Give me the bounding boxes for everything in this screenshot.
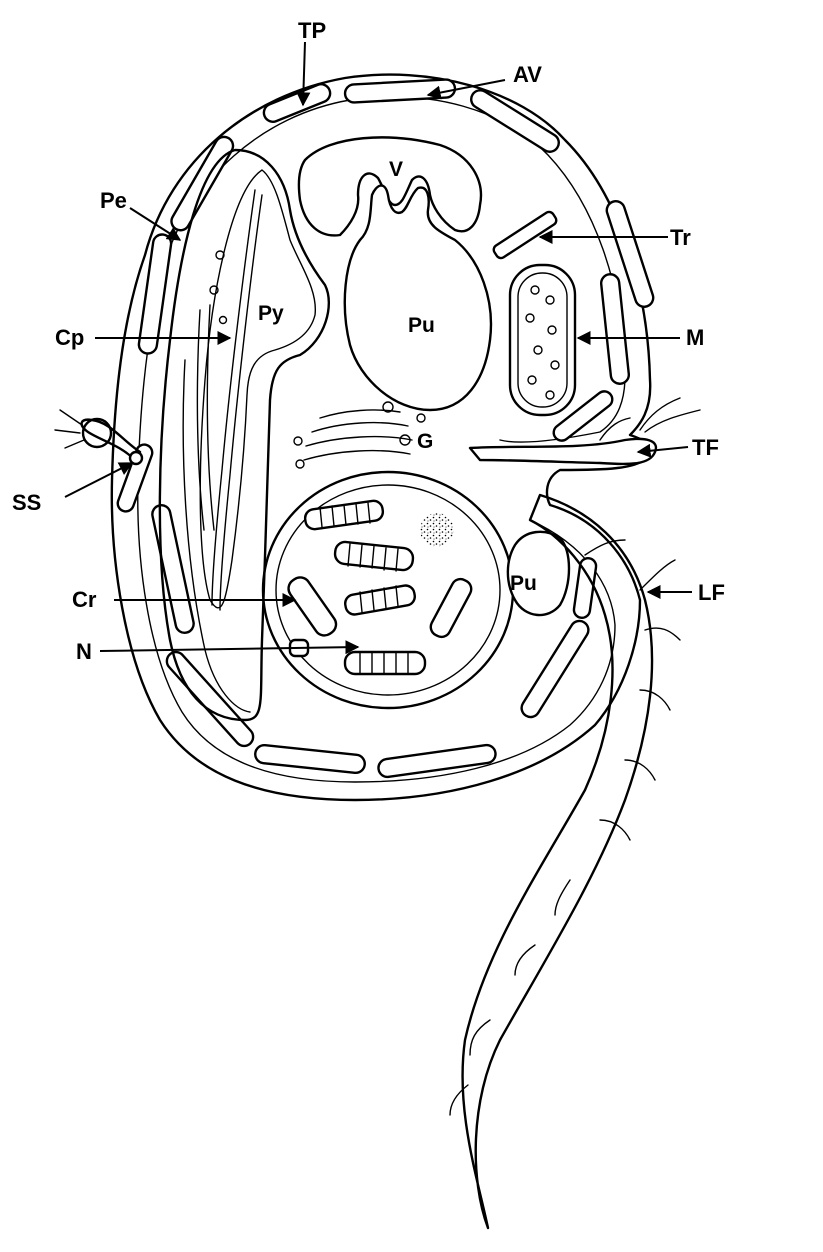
alveolus bbox=[343, 78, 457, 104]
alveolus bbox=[470, 89, 560, 153]
transverse-flagellum bbox=[468, 397, 701, 466]
arrow-tf bbox=[636, 443, 689, 458]
pusule bbox=[343, 184, 493, 412]
label-g: G bbox=[417, 430, 433, 453]
alveolus bbox=[377, 743, 497, 779]
label-tp: TP bbox=[298, 18, 326, 43]
arrow-pe bbox=[129, 207, 182, 241]
label-tf: TF bbox=[692, 435, 719, 460]
pointer-lines bbox=[64, 41, 692, 655]
label-cr: Cr bbox=[72, 587, 97, 612]
label-n: N bbox=[76, 639, 92, 664]
pyrenoid bbox=[199, 169, 316, 609]
arrow-tp bbox=[296, 41, 311, 107]
label-tr: Tr bbox=[670, 225, 691, 250]
alveolus bbox=[572, 557, 598, 619]
labels: TP AV V Pe Tr Py Pu Cp M G SS TF Pu Cr L… bbox=[12, 18, 725, 664]
alveolus bbox=[137, 233, 173, 355]
label-m: M bbox=[686, 325, 704, 350]
mitochondrion bbox=[508, 263, 577, 417]
golgi bbox=[293, 401, 426, 469]
alveoli bbox=[116, 78, 655, 779]
arrow-ss bbox=[64, 462, 134, 498]
vacuole bbox=[297, 136, 483, 237]
chromosomes bbox=[287, 499, 473, 676]
chloroplast bbox=[158, 148, 330, 722]
label-cp: Cp bbox=[55, 325, 84, 350]
label-pe: Pe bbox=[100, 188, 127, 213]
alveolus bbox=[254, 743, 366, 775]
longitudinal-flagellum bbox=[449, 493, 681, 1230]
arrow-n bbox=[99, 640, 360, 655]
alveolus bbox=[552, 390, 614, 442]
pusule-small bbox=[506, 530, 571, 617]
label-py: Py bbox=[258, 302, 284, 325]
arrow-av bbox=[426, 79, 506, 100]
label-v: V bbox=[389, 158, 403, 181]
label-av: AV bbox=[513, 62, 542, 87]
label-ss: SS bbox=[12, 490, 41, 515]
alveolus bbox=[599, 273, 631, 385]
alveolus bbox=[116, 443, 154, 513]
alveolus bbox=[262, 83, 332, 123]
label-pu2: Pu bbox=[510, 572, 537, 595]
nucleolus bbox=[420, 513, 454, 547]
alveolus bbox=[520, 619, 590, 719]
label-pu: Pu bbox=[408, 314, 435, 337]
cell-outer-membrane bbox=[110, 73, 653, 802]
label-lf: LF bbox=[698, 580, 725, 605]
alveolus bbox=[151, 504, 195, 634]
alveolus bbox=[605, 200, 655, 308]
nucleus bbox=[261, 470, 515, 710]
ss-structure bbox=[54, 409, 144, 466]
trichocyst bbox=[492, 210, 558, 260]
